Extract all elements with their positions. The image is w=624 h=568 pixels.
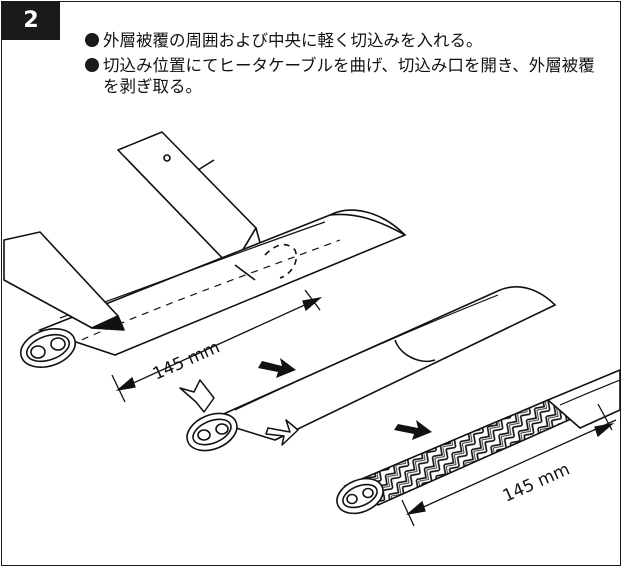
open-arrow-icons — [179, 379, 299, 446]
step-number-badge: 2 — [2, 2, 60, 40]
cable-3-illustration — [336, 368, 621, 515]
cable-2-illustration — [186, 286, 557, 452]
knife-blade-2 — [3, 231, 125, 331]
bullet-icon — [85, 58, 99, 72]
bullet-icon — [85, 33, 99, 47]
dimension-label-2: 145 mm — [500, 459, 573, 506]
cable-1-illustration — [19, 209, 407, 368]
instruction-text: 切込み位置にてヒータケーブルを曲げ、切込み口を開き、外層被覆を剥ぎ取る。 — [103, 56, 595, 96]
dimension-label-1: 145 mm — [150, 337, 223, 384]
instruction-item: 外層被覆の周囲および中央に軽く切込みを入れる。 — [85, 30, 605, 51]
instruction-item: 切込み位置にてヒータケーブルを曲げ、切込み口を開き、外層被覆を剥ぎ取る。 — [85, 55, 605, 97]
instruction-text: 外層被覆の周囲および中央に軽く切込みを入れる。 — [103, 31, 483, 50]
instruction-list: 外層被覆の周囲および中央に軽く切込みを入れる。 切込み位置にてヒータケーブルを曲… — [85, 30, 605, 101]
motion-arrow-icons — [258, 358, 432, 440]
